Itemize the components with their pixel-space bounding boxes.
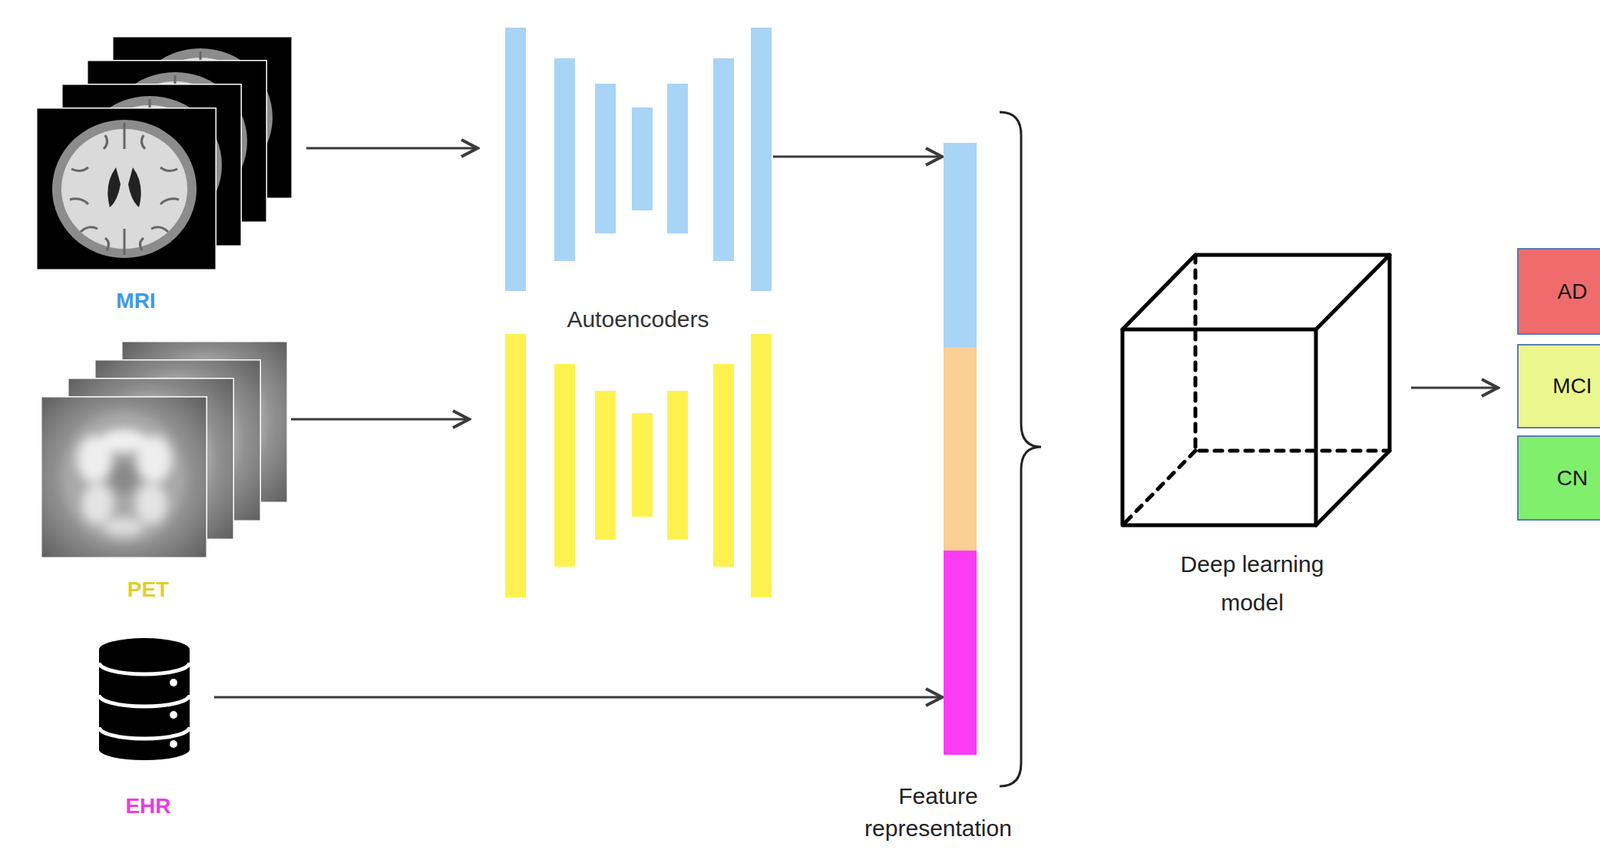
autoencoder-layer bbox=[505, 333, 526, 598]
class-box: CN bbox=[1517, 435, 1600, 521]
node-label: MRI bbox=[115, 287, 156, 315]
feature-vector: Feature representation bbox=[943, 142, 977, 755]
autoencoder-layer bbox=[595, 83, 616, 234]
feature-segment bbox=[943, 142, 977, 348]
arrow-connector bbox=[1411, 386, 1498, 390]
arrow-connector bbox=[306, 147, 478, 150]
feature-segment bbox=[943, 550, 977, 755]
autoencoder-layer bbox=[750, 27, 772, 291]
pet-image-stack: PET bbox=[40, 340, 288, 559]
node-label: Feature representation bbox=[846, 780, 1031, 845]
autoencoder-layer bbox=[713, 363, 734, 567]
autoencoder-layer bbox=[631, 413, 653, 517]
autoencoder-layer bbox=[667, 390, 688, 540]
database-separator bbox=[99, 694, 190, 707]
database-separator bbox=[99, 662, 190, 675]
node-label: Deep learning model bbox=[1160, 545, 1345, 622]
database-separator bbox=[99, 727, 190, 739]
pet-autoencoder bbox=[505, 333, 772, 598]
arrow-connector bbox=[214, 696, 943, 699]
autoencoder-layer bbox=[713, 58, 734, 262]
class-label: MCI bbox=[1552, 373, 1592, 400]
class-label: CN bbox=[1557, 465, 1588, 492]
pet-slice bbox=[40, 396, 208, 559]
database-top bbox=[99, 638, 190, 662]
class-box: AD bbox=[1517, 247, 1600, 335]
autoencoder-block: Autoencoders bbox=[505, 27, 772, 598]
curly-bracket bbox=[999, 112, 1042, 787]
arrow-connector bbox=[290, 418, 470, 421]
database-dot bbox=[169, 740, 178, 748]
database-body bbox=[99, 649, 190, 750]
mri-image-stack: MRI bbox=[36, 36, 293, 271]
deep-learning-model: Deep learning model bbox=[1122, 254, 1390, 526]
mri-slice bbox=[36, 107, 217, 271]
database-dot bbox=[169, 710, 178, 719]
class-label: AD bbox=[1557, 278, 1588, 305]
cube-side bbox=[1315, 254, 1390, 526]
autoencoder-layer bbox=[554, 363, 576, 567]
node-label: Autoencoders bbox=[566, 305, 709, 334]
feature-segment bbox=[943, 347, 977, 552]
connectors bbox=[214, 148, 1498, 698]
cube-hidden-edges bbox=[1122, 254, 1390, 526]
autoencoder-layer bbox=[505, 27, 526, 291]
node-label: PET bbox=[127, 576, 169, 603]
autoencoder-layer bbox=[554, 58, 576, 262]
autoencoder-layer bbox=[595, 390, 616, 540]
database-bottom bbox=[99, 738, 190, 761]
autoencoder-layer bbox=[631, 107, 653, 211]
database-icon bbox=[99, 638, 190, 761]
cube-top bbox=[1122, 254, 1390, 330]
class-box: MCI bbox=[1517, 343, 1600, 429]
arrow-connector bbox=[773, 155, 943, 159]
database-dot bbox=[169, 678, 178, 687]
cube-symbol bbox=[1122, 254, 1390, 526]
autoencoder-layer bbox=[667, 83, 688, 234]
autoencoder-layer bbox=[750, 333, 772, 598]
ehr-database: EHR bbox=[99, 638, 190, 761]
node-label: EHR bbox=[125, 793, 171, 820]
mri-autoencoder bbox=[505, 27, 772, 291]
